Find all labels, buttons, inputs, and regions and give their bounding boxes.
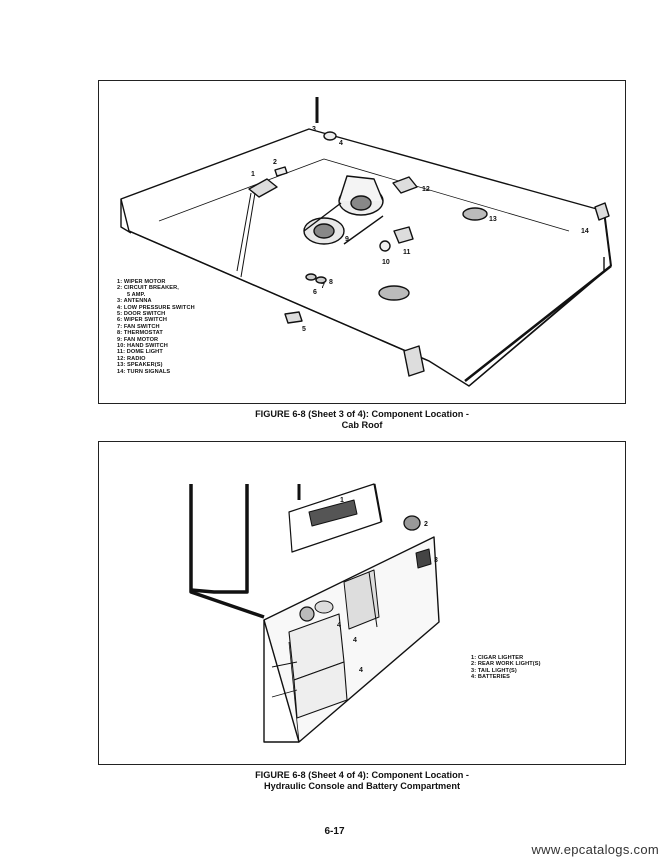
figure-cab-roof: 1 2 3 4 5 6 7 8 9 10 11 12 13 14 1: WIPE…	[98, 80, 626, 404]
legend-hydraulic-console: 1: CIGAR LIGHTER 2: REAR WORK LIGHT(S) 3…	[471, 655, 541, 681]
callout-batteries-c: 4	[359, 667, 363, 674]
legend-item: 7: FAN SWITCH	[117, 323, 160, 330]
legend-cab-roof: 1: WIPER MOTOR 2: CIRCUIT BREAKER, 5 AMP…	[117, 279, 195, 375]
legend-item: 5 AMP.	[127, 291, 146, 298]
legend-item: 12: RADIO	[117, 355, 146, 362]
legend-item: 9: FAN MOTOR	[117, 336, 159, 343]
legend-item: 4: BATTERIES	[471, 674, 511, 681]
caption-line: Hydraulic Console and Battery Compartmen…	[263, 781, 461, 791]
page-number: 6-17	[324, 826, 345, 837]
callout-3: 3	[312, 126, 316, 133]
legend-item: 14: TURN SIGNALS	[117, 368, 171, 375]
legend-item: 2: REAR WORK LIGHT(S)	[471, 661, 541, 668]
callout-rear-work-light: 2	[424, 521, 428, 528]
callout-cigar-lighter: 1	[340, 497, 344, 504]
callout-6: 6	[313, 289, 317, 296]
legend-item: 1: CIGAR LIGHTER	[471, 655, 524, 661]
legend-item: 4: LOW PRESSURE SWITCH	[117, 304, 195, 311]
callout-14: 14	[581, 228, 589, 235]
callout-8: 8	[329, 279, 333, 286]
callout-7: 7	[321, 283, 325, 290]
figure-caption-hydraulic-console: FIGURE 6-8 (Sheet 4 of 4): Component Loc…	[98, 770, 626, 792]
callout-5: 5	[302, 326, 306, 333]
legend-item: 2: CIRCUIT BREAKER,	[117, 285, 179, 292]
callout-10: 10	[382, 259, 390, 266]
callout-1: 1	[251, 171, 255, 178]
callout-batteries-b: 4	[353, 637, 357, 644]
callout-batteries-a: 4	[337, 622, 341, 629]
callout-4: 4	[339, 140, 343, 147]
hydraulic-console-drawing: 1 2 3 4 4 4	[189, 483, 440, 743]
callout-11: 11	[403, 249, 411, 256]
watermark: www.epcatalogs.com	[531, 842, 659, 857]
figure-caption-cab-roof: FIGURE 6-8 (Sheet 3 of 4): Component Loc…	[98, 409, 626, 431]
caption-line: FIGURE 6-8 (Sheet 4 of 4): Component Loc…	[255, 770, 469, 780]
callout-9: 9	[345, 236, 349, 243]
legend-item: 13: SPEAKER(S)	[117, 362, 163, 369]
callout-tail-light: 3	[434, 557, 438, 564]
legend-item: 1: WIPER MOTOR	[117, 279, 166, 285]
legend-item: 3: ANTENNA	[117, 298, 152, 305]
callout-12: 12	[422, 186, 430, 193]
caption-line: FIGURE 6-8 (Sheet 3 of 4): Component Loc…	[255, 409, 469, 419]
callout-13: 13	[489, 216, 497, 223]
legend-item: 5: DOOR SWITCH	[117, 311, 166, 318]
caption-line: Cab Roof	[341, 420, 383, 430]
legend-item: 11: DOME LIGHT	[117, 349, 163, 356]
legend-item: 3: TAIL LIGHT(S)	[471, 667, 517, 674]
legend-item: 6: WIPER SWITCH	[117, 317, 167, 324]
cab-roof-drawing: 1 2 3 4 5 6 7 8 9 10 11 12 13 14	[120, 97, 612, 387]
figure-hydraulic-console: 1 2 3 4 4 4 1: CIGAR LIGHTER 2: REAR WOR…	[98, 441, 626, 765]
callout-2: 2	[273, 159, 277, 166]
legend-item: 10: HAND SWITCH	[117, 343, 168, 350]
legend-item: 8: THERMOSTAT	[117, 330, 163, 337]
